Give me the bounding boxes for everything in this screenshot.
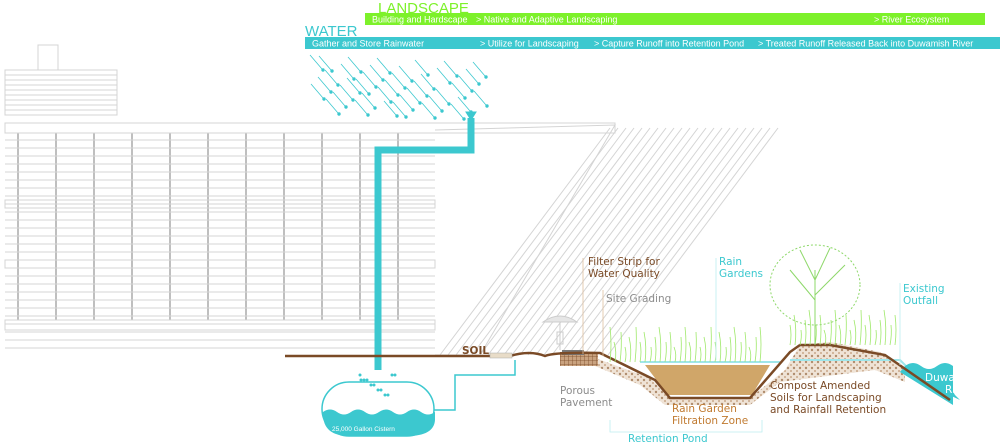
cistern: 25,000 Gallon Cistern — [321, 373, 435, 437]
soil-line — [285, 343, 951, 402]
rain-garden-plants — [609, 309, 897, 363]
rain-drops — [309, 54, 489, 121]
water-title: WATER — [305, 23, 358, 40]
tree — [769, 244, 861, 345]
landscape-stage: > Native and Adaptive Landscaping — [476, 15, 617, 25]
retention-pond-label: Retention Pond — [628, 433, 708, 445]
landscape-timeline: LANDSCAPE Building and Hardscape > Nativ… — [365, 0, 985, 25]
water-stage: Gather and Store Rainwater — [312, 39, 424, 49]
water-bar — [305, 37, 1000, 49]
cistern-label: 25,000 Gallon Cistern — [332, 426, 395, 433]
landscape-title: LANDSCAPE — [378, 0, 469, 17]
site-grading-label: Site Grading — [606, 293, 671, 305]
water-stage: > Capture Runoff into Retention Pond — [594, 39, 744, 49]
landscape-stage: Building and Hardscape — [372, 15, 468, 25]
water-stage: > Utilize for Landscaping — [480, 39, 579, 49]
ground-section — [285, 342, 960, 405]
person-with-umbrella — [541, 315, 579, 350]
building-illustration — [4, 44, 779, 356]
water-stage: > Treated Runoff Released Back into Duwa… — [758, 39, 973, 49]
soil-label: SOIL — [462, 345, 489, 357]
landscape-stage: > River Ecosystem — [874, 15, 949, 25]
water-timeline: WATER Gather and Store Rainwater > Utili… — [305, 23, 1000, 49]
landscape-bar — [365, 13, 985, 25]
downspout-pipe — [374, 111, 516, 411]
